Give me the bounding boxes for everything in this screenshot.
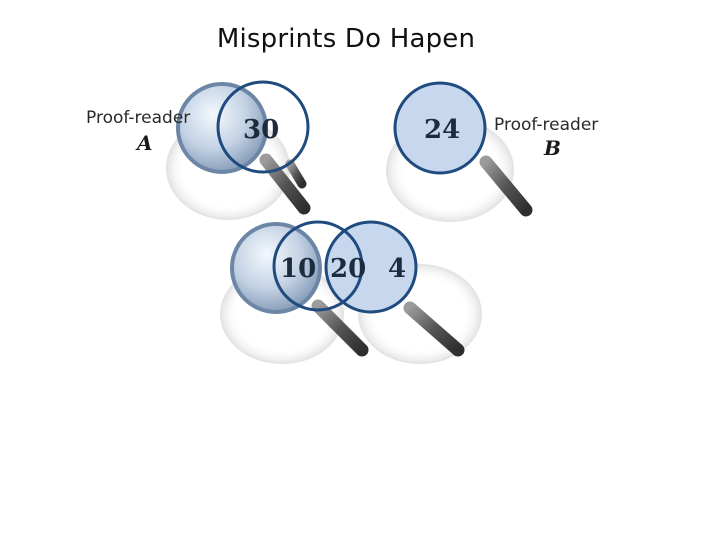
both-count: 20 <box>330 254 366 284</box>
reader-b-label: Proof-reader <box>494 115 598 135</box>
magnifier-combined-b <box>324 220 482 364</box>
magnifier-b-handle <box>479 155 533 217</box>
magnifier-b-lens <box>393 81 487 175</box>
combined-b-lens <box>324 220 418 314</box>
reader-a-count: 30 <box>243 115 279 145</box>
combined-a-handle <box>311 299 369 357</box>
reader-b-count: 24 <box>424 115 460 145</box>
combined-a-lens <box>230 222 322 314</box>
magnifier-a-lens <box>176 82 268 174</box>
magnifier-combined-a <box>220 222 369 364</box>
magnifier-a-outline-ring <box>216 80 310 174</box>
magnifier-a <box>166 82 311 220</box>
only-a-count: 10 <box>280 254 316 284</box>
combined-a-outline-ring <box>272 220 364 312</box>
magnifier-a-outline-handle <box>285 159 307 189</box>
reader-a-letter: A <box>135 131 153 155</box>
reader-b-letter: B <box>543 136 561 160</box>
magnifier-a-outline <box>216 80 310 189</box>
magnifier-b <box>386 81 533 222</box>
magnifier-a-handle <box>259 153 311 215</box>
reader-a-label: Proof-reader <box>86 108 190 128</box>
page-title: Misprints Do Hapen <box>216 24 476 54</box>
combined-b-handle <box>403 301 465 357</box>
only-b-count: 4 <box>388 254 406 284</box>
